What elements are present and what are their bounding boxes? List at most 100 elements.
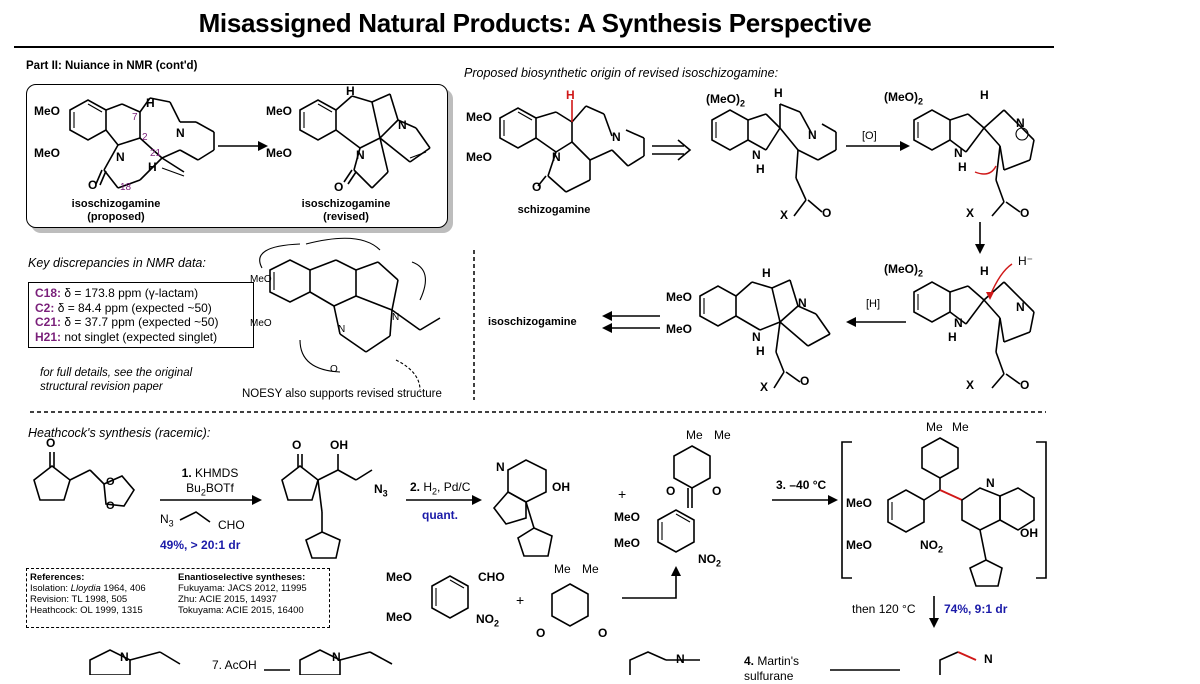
n-label: N [392,312,400,323]
step3-conditions: 3. –40 °C [776,478,827,492]
biosynthetic-product [699,279,831,389]
o-label: O [330,364,338,375]
schizogamine-structure [499,100,645,193]
noesy-structure [259,237,441,391]
discrepancy-box: C18: δ = 173.8 ppm (γ-lactam) C2: δ = 84… [28,282,254,348]
n-label: N [676,652,685,666]
discrepancy-row: C2: δ = 84.4 ppm (expected ~50) [35,300,212,315]
x-label: X [760,380,769,394]
meo-label: MeO [250,274,272,285]
meo-label: MeO [466,110,493,124]
o-label: O [822,206,832,220]
step1-yield: 49%, > 20:1 dr [160,538,241,552]
references-box [26,568,330,628]
n-label: N [356,148,365,162]
o-label: O [88,178,98,192]
nh-label: N [752,148,761,162]
h-label: H [756,344,765,358]
proposed-structure [69,97,215,189]
revised-name: isoschizogamine [301,198,391,210]
heathcock-heading: Heathcock's synthesis (racemic): [28,426,211,440]
aldehyde-sm [431,575,469,619]
n-label: N [552,150,561,164]
meo-label: MeO [266,104,293,118]
step1-cho: CHO [218,518,245,532]
intermediate-indoline [711,103,837,217]
step1-reagent: N3 [160,512,174,529]
x-label: X [966,206,975,220]
n-label: N [332,650,341,664]
o-label: O [334,180,344,194]
o-label: O [532,180,542,194]
o-label: O [106,500,115,512]
c7-number: 7 [132,112,138,123]
cho-label: CHO [478,570,505,584]
structure-comparison-box [26,84,448,228]
h-label: H [148,160,157,174]
meo2-label: (MeO)2 [884,262,924,279]
revised-label: isoschizogamine (revised) [296,198,396,224]
revised-tag: (revised) [323,211,369,223]
n-label: N [496,460,505,474]
n-label: N [954,146,963,160]
n-label: N [120,650,129,664]
no2-label: NO2 [920,538,944,555]
part-heading: Part II: Nuiance in NMR (cont'd) [26,60,198,72]
n-label: N [984,652,993,666]
h-label: H [948,330,957,344]
meo-label: MeO [266,146,293,160]
o-label: O [1020,378,1030,392]
hydride-label: H⁻ [1018,254,1033,268]
schizogamine-label: schizogamine [517,204,591,216]
n-label: N [338,324,346,335]
revised-structure [299,93,431,189]
me-label: Me [686,428,703,442]
page-title: Misassigned Natural Products: A Synthesi… [198,8,872,38]
meo-label: MeO [386,570,413,584]
meo2-label: (MeO)2 [884,90,924,107]
no2-label: NO2 [476,612,500,629]
n-label: N [954,316,963,330]
step7-conditions: 7. AcOH [212,658,257,672]
n-label: N [176,126,185,140]
h-label: H [774,86,783,100]
adduct [887,437,1035,587]
step1-conditions: 1. KHMDS Bu2BOTf [181,466,239,498]
me-label: Me [582,562,599,576]
discrepancy-row: C18: δ = 173.8 ppm (γ-lactam) [35,286,199,300]
n-label: N [1016,116,1025,130]
meo-label: MeO [34,104,61,118]
n-label: N [116,150,125,164]
step2-yield: quant. [422,508,458,522]
c2-number: 2 [142,132,148,143]
h-label: H [980,264,989,278]
meldrum-alkylidene [657,445,711,553]
then-conditions: then 120 °C [852,602,916,616]
o-label: O [598,626,608,640]
oh-label: OH [552,480,570,494]
n-label: N [752,330,761,344]
n-label: N [1016,300,1025,314]
h-label: H [958,160,967,174]
step3-yield: 74%, 9:1 dr [944,602,1008,616]
meldrums-acid [551,583,589,627]
meo-label: MeO [386,610,413,624]
oh-label: OH [1020,526,1038,540]
intermediate-reduction [913,263,1035,389]
references-right: Enantioselective syntheses: Fukuyama: JA… [178,572,307,616]
imine-product [492,459,553,557]
meo-label: MeO [466,150,493,164]
oxidation-label: [O] [862,130,877,142]
biosynthesis-heading: Proposed biosynthetic origin of revised … [464,66,779,80]
o-label: O [800,374,810,388]
n-label: N [612,130,621,144]
proposed-label: isoschizogamine (proposed) [66,198,166,224]
n3-label: N3 [374,482,388,499]
x-label: X [780,208,789,222]
discrepancy-note: for full details, see the original struc… [40,367,193,393]
o-label: O [536,626,546,640]
references-left: References: Isolation: Lloydia 1964, 406… [30,572,146,616]
discrepancies-heading: Key discrepancies in NMR data: [28,256,206,270]
o-label: O [666,484,676,498]
